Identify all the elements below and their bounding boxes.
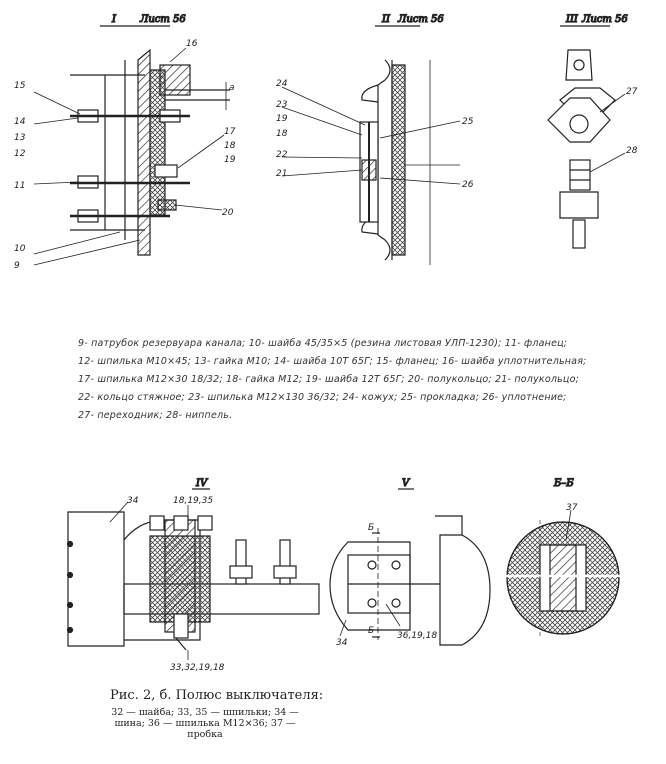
view-6-title: Б–Б: [553, 478, 574, 489]
label-34: 34: [127, 496, 139, 506]
label-18b: 18: [276, 129, 288, 139]
legend-line-4: 22- кольцо стяжное; 23- шпилька М12×130 …: [78, 392, 567, 403]
label-24: 24: [276, 79, 288, 89]
label-20: 20: [222, 208, 234, 218]
label-17: 17: [224, 127, 236, 137]
label-28: 28: [626, 146, 638, 156]
view-1: I Лист 56: [33, 13, 230, 266]
label-34b: 34: [336, 638, 348, 648]
view-6-labels: 37: [566, 503, 578, 513]
label-12: 12: [14, 149, 26, 159]
label-14: 14: [14, 117, 26, 127]
view-2-sheet: Лист 56: [397, 14, 444, 25]
view-5: V: [329, 477, 491, 646]
label-13: 13: [14, 133, 26, 143]
legend-line-3: 17- шпилька М12×30 18/32; 18- гайка М12;…: [78, 374, 579, 385]
view-4-title: IV: [195, 478, 209, 489]
view-6: Б–Б: [505, 477, 621, 636]
label-33-32-19-18: 33,32,19,18: [170, 663, 225, 673]
view-5-title: V: [402, 478, 411, 489]
view-2-title: II: [381, 14, 391, 25]
view-3-labels: 27 28: [626, 87, 638, 156]
view-3-title: III: [565, 14, 579, 25]
label-19b: 19: [276, 114, 288, 124]
label-9: 9: [14, 261, 20, 271]
view-4-labels: 34 18,19,35 33,32,19,18: [127, 496, 225, 673]
label-23: 23: [276, 100, 288, 110]
label-19: 19: [224, 155, 236, 165]
view-2-labels: 24 23 19 18 22 21 25 26: [276, 79, 474, 190]
label-10: 10: [14, 244, 26, 254]
label-a: а: [229, 83, 235, 93]
label-37: 37: [566, 503, 578, 513]
label-22: 22: [276, 150, 288, 160]
view-2: II Лист 56: [281, 13, 461, 265]
label-26: 26: [462, 180, 474, 190]
figure-caption-text: 32 — шайба; 33, 35 — шпильки; 34 — шина;…: [111, 707, 299, 740]
view-1-title: I: [111, 14, 117, 25]
legend-line-1: 9- патрубок резервуара канала; 10- шайба…: [78, 338, 568, 349]
view-5-labels: Б Б 34 36,19,18: [336, 523, 437, 648]
view-3: III Лист 56: [547, 13, 629, 249]
legend-line-2: 12- шпилька М10×45; 13- гайка М10; 14- ш…: [78, 356, 587, 367]
figure-caption-title: Рис. 2, б. Полюс выключателя:: [110, 688, 324, 703]
label-18: 18: [224, 141, 236, 151]
label-15: 15: [14, 81, 26, 91]
label-b-bottom: Б: [368, 626, 374, 636]
label-21: 21: [276, 169, 287, 179]
label-25: 25: [462, 117, 474, 127]
view-4: IV: [66, 477, 320, 660]
label-18-19-35: 18,19,35: [173, 496, 213, 506]
view-1-labels: 15 14 13 12 11 10 9 16 17 18 19 20 а: [14, 39, 236, 271]
label-36-19-18: 36,19,18: [397, 631, 437, 641]
view-1-sheet: Лист 56: [139, 14, 186, 25]
label-b-top: Б: [368, 523, 374, 533]
label-16: 16: [186, 39, 198, 49]
view-3-sheet: Лист 56: [581, 14, 628, 25]
label-27: 27: [626, 87, 638, 97]
legend-line-5: 27- переходник; 28- ниппель.: [78, 410, 233, 421]
label-11: 11: [14, 181, 25, 191]
